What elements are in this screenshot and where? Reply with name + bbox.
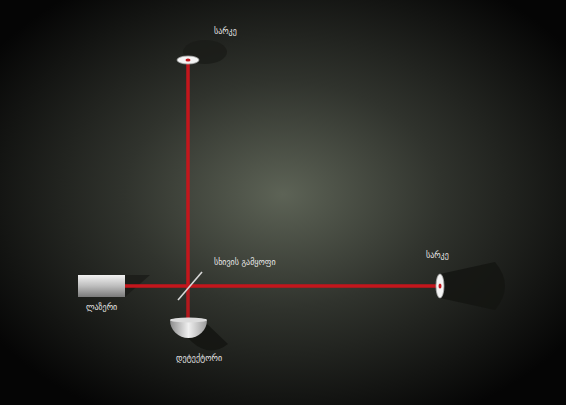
mirror-shadow — [183, 40, 227, 64]
laser-body — [78, 275, 125, 297]
laser-beam — [186, 286, 190, 320]
beam-splitter — [178, 272, 202, 300]
part-label: სხივის გამყოფი — [214, 258, 276, 268]
laser-beam — [125, 284, 438, 288]
beam-spot — [186, 59, 191, 62]
part-label: ლაზერი — [86, 303, 117, 313]
beam-spot — [439, 284, 442, 289]
mirror — [177, 56, 199, 64]
mirror — [436, 274, 444, 298]
part-label: სარკე — [214, 27, 237, 37]
laser-beam — [186, 61, 190, 286]
part-label: დეტექტორი — [176, 354, 222, 364]
mirror-shadow — [440, 262, 505, 310]
detector — [170, 320, 207, 338]
part-label: სარკე — [426, 251, 449, 261]
detector-rim — [170, 318, 207, 323]
